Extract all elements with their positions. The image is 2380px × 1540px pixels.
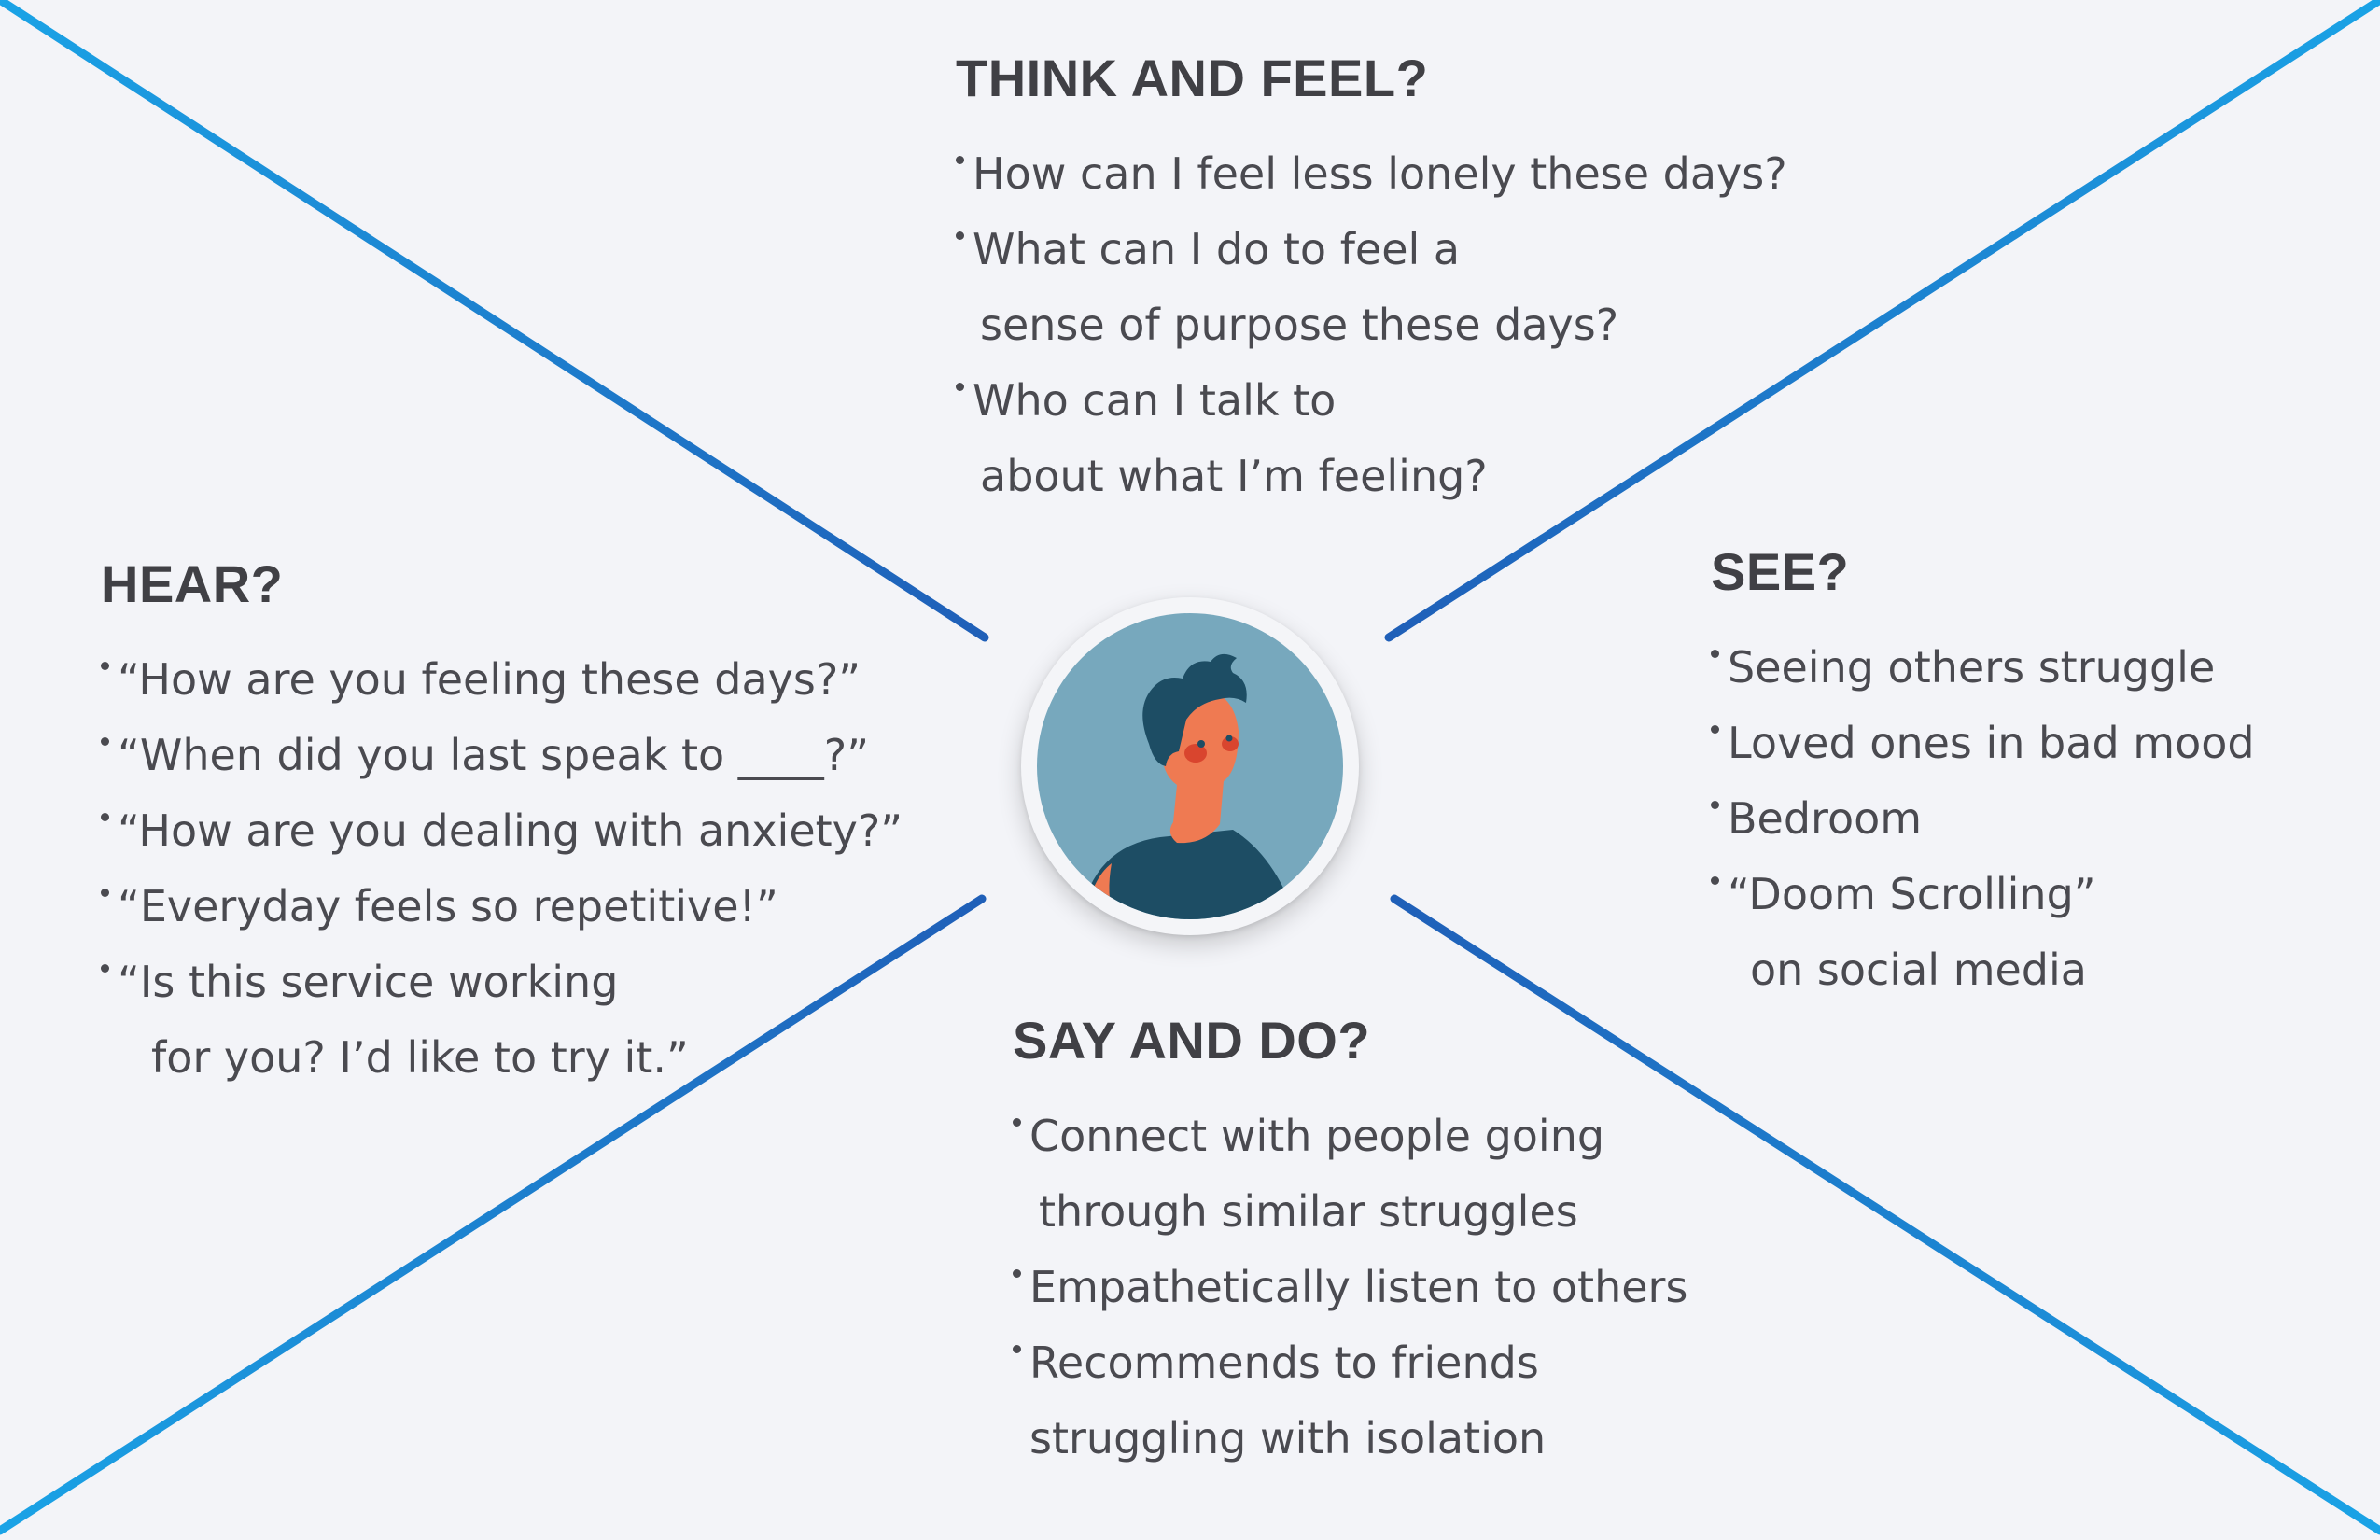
person-avatar-icon <box>1037 613 1343 919</box>
item-text: Connect with people going <box>1029 1111 1605 1161</box>
list-item: How can I feel less lonely these days? <box>956 136 1787 212</box>
item-text-continued: for you? I’d like to try it.” <box>151 1032 689 1083</box>
list-item: “Doom Scrolling” on social media <box>1711 857 2255 1008</box>
list-see: Seeing others struggle Loved ones in bad… <box>1711 630 2255 1008</box>
section-title-see: SEE? <box>1711 542 1850 601</box>
item-text-continued: on social media <box>1750 945 2087 995</box>
item-text: “When did you last speak to ____?” <box>118 730 870 780</box>
list-item: “Everyday feels so repetitive!” <box>101 869 903 945</box>
list-item: Empathetically listen to others <box>1013 1250 1687 1325</box>
list-say-and-do: Connect with people going through similar… <box>1013 1099 1687 1477</box>
section-see: SEE? Seeing others struggle Loved ones i… <box>1711 546 2255 1008</box>
list-item: Connect with people going through similar… <box>1013 1099 1687 1250</box>
list-hear: “How are you feeling these days?” “When … <box>101 642 903 1096</box>
list-item: Loved ones in bad mood <box>1711 706 2255 781</box>
section-title-hear: HEAR? <box>101 554 284 613</box>
item-text: Who can I talk to <box>973 375 1337 426</box>
list-item: Recommends to friends struggling with iso… <box>1013 1325 1687 1477</box>
list-item: Who can I talk to about what I’m feeling? <box>956 363 1787 514</box>
item-text: “Is this service working <box>118 957 619 1007</box>
item-text: What can I do to feel a <box>973 224 1461 274</box>
list-think-and-feel: How can I feel less lonely these days? W… <box>956 136 1787 514</box>
item-text: “Everyday feels so repetitive!” <box>118 881 778 931</box>
list-item: “How are you dealing with anxiety?” <box>101 793 903 869</box>
divider-line-top-left <box>0 0 989 642</box>
section-title-say-and-do: SAY AND DO? <box>1013 1011 1371 1070</box>
item-text-continued: struggling with isolation <box>1029 1413 1547 1463</box>
item-text: “How are you dealing with anxiety?” <box>118 805 903 856</box>
item-text: Empathetically listen to others <box>1029 1262 1688 1312</box>
section-hear: HEAR? “How are you feeling these days?” … <box>101 558 903 1096</box>
divider-line-top-right <box>1384 0 2380 642</box>
item-text: “How are you feeling these days?” <box>118 654 861 705</box>
section-think-and-feel: THINK AND FEEL? How can I feel less lone… <box>956 52 1787 514</box>
list-item: “When did you last speak to ____?” <box>101 718 903 793</box>
item-text: “Doom Scrolling” <box>1728 869 2096 919</box>
divider-line-bottom-left <box>0 894 987 1535</box>
list-item: “Is this service working for you? I’d lik… <box>101 945 903 1096</box>
list-item: What can I do to feel a sense of purpose … <box>956 212 1787 363</box>
list-item: Seeing others struggle <box>1711 630 2255 706</box>
divider-line-bottom-right <box>1390 894 2380 1535</box>
list-item: Bedroom <box>1711 781 2255 857</box>
item-text-continued: about what I’m feeling? <box>980 451 1488 501</box>
item-text: Loved ones in bad mood <box>1728 718 2255 768</box>
section-title-think-and-feel: THINK AND FEEL? <box>956 49 1429 107</box>
item-text: Recommends to friends <box>1029 1337 1539 1388</box>
item-text: How can I feel less lonely these days? <box>973 148 1787 199</box>
avatar <box>1021 597 1359 935</box>
item-text: Bedroom <box>1728 793 1923 844</box>
item-text-continued: sense of purpose these days? <box>980 300 1619 350</box>
item-text: Seeing others struggle <box>1728 642 2216 693</box>
item-text-continued: through similar struggles <box>1039 1186 1578 1237</box>
list-item: “How are you feeling these days?” <box>101 642 903 718</box>
